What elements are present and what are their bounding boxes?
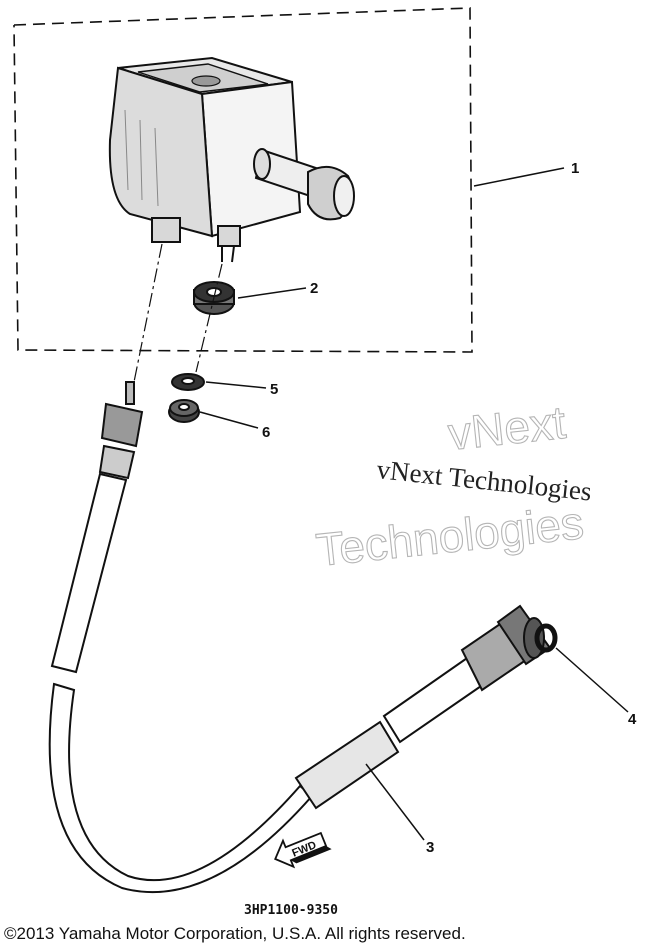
cable-part <box>48 381 552 894</box>
watermark: vNext vNext Technologies Technologies <box>313 395 593 576</box>
callout-5: 5 <box>270 381 278 398</box>
callout-4: 4 <box>628 711 637 728</box>
callout-labels: 1 2 5 6 4 3 <box>262 160 637 856</box>
speedometer-unit <box>108 56 355 263</box>
o-ring-part <box>534 623 558 653</box>
nut-part <box>168 399 200 423</box>
parts-diagram: vNext vNext Technologies Technologies 1 … <box>13 7 637 918</box>
drawing-code: 3HP1100-9350 <box>244 903 338 918</box>
grommet-part <box>193 281 235 315</box>
alignment-lines <box>133 243 223 383</box>
washer-part <box>171 373 205 391</box>
callout-3: 3 <box>426 839 434 856</box>
copyright-notice: ©2013 Yamaha Motor Corporation, U.S.A. A… <box>4 924 466 943</box>
callout-2: 2 <box>310 280 318 297</box>
watermark-line2: Technologies <box>314 496 586 576</box>
watermark-brand: vNext <box>446 396 569 460</box>
callout-1: 1 <box>571 160 579 177</box>
leader-lines <box>199 167 629 841</box>
assembly-boundary <box>13 7 473 353</box>
forward-arrow: FWD <box>274 831 332 869</box>
callout-6: 6 <box>262 424 270 441</box>
